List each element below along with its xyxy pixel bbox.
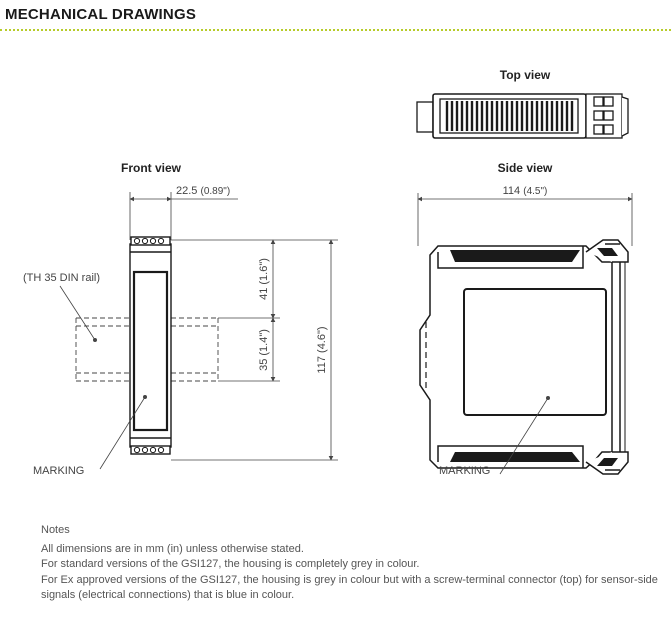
note-line-2: For standard versions of the GSI127, the… [41,558,420,570]
top-view-drawing [416,93,629,139]
side-depth-dimension [417,193,633,246]
note-line-1: All dimensions are in mm (in) unless oth… [41,542,304,555]
side-leader [499,397,549,475]
din-rail-outline [75,317,219,382]
din-rail-label: (TH 35 DIN rail) [23,272,100,284]
side-connector-hatching [450,248,618,466]
front-width-value: 22.5 [176,185,197,197]
dim-height-label: 117 (4.6") [316,326,328,373]
front-leaders [59,285,146,470]
marking-leader-dot [143,395,147,399]
front-width-label: 22.5 (0.89") [176,185,230,197]
note-line-3: For Ex approved versions of the GSI127, … [41,573,658,602]
front-view-title: Front view [121,161,182,175]
side-marking-dot [546,396,550,400]
side-depth-label: 114 (4.5") [503,185,548,197]
side-depth-value: 114 [503,185,521,197]
side-view-module [419,239,629,475]
rail-leader-dot [93,338,97,342]
dim-upper-label: 41 (1.6") [258,258,270,300]
side-view-title: Side view [498,161,553,175]
front-marking-label: MARKING [33,465,84,477]
notes-block: Notes All dimensions are in mm (in) unle… [41,523,661,604]
dim-rail-label: 35 (1.4") [258,329,270,371]
front-view-module [129,236,172,455]
dotted-divider [0,29,671,31]
notes-title: Notes [41,524,70,536]
side-depth-inches: (4.5") [523,186,547,197]
section-heading: MECHANICAL DRAWINGS [5,6,197,23]
front-width-inches: (0.89") [200,186,230,197]
side-marking-label: MARKING [439,465,490,477]
front-width-dimension [129,192,238,240]
front-screws [133,237,165,454]
front-vertical-dimensions [171,239,338,461]
top-view-title: Top view [500,68,551,82]
